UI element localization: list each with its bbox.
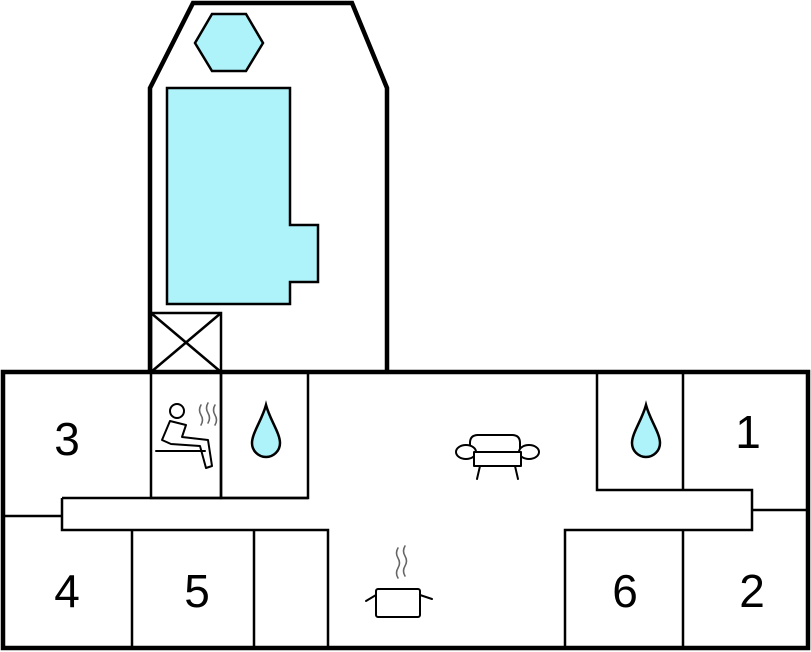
room-label-5: 5 — [184, 565, 210, 617]
interior-walls — [3, 370, 808, 648]
room-label-6: 6 — [612, 565, 638, 617]
hexagon-icon — [193, 12, 265, 73]
pool-icon — [165, 86, 320, 306]
cooking-pot-icon — [365, 545, 433, 618]
sauna-icon — [155, 402, 218, 469]
water-drop-icon — [630, 400, 662, 459]
room-label-1: 1 — [735, 406, 761, 458]
room-label-4: 4 — [54, 565, 80, 617]
stairs-cross-icon — [149, 311, 223, 374]
room-label-2: 2 — [739, 565, 765, 617]
water-drop-icon — [250, 400, 282, 459]
sofa-icon — [455, 434, 540, 480]
tower-outer-wall — [147, 0, 390, 372]
house-outer-wall — [0, 369, 811, 651]
room-label-3: 3 — [54, 413, 80, 465]
